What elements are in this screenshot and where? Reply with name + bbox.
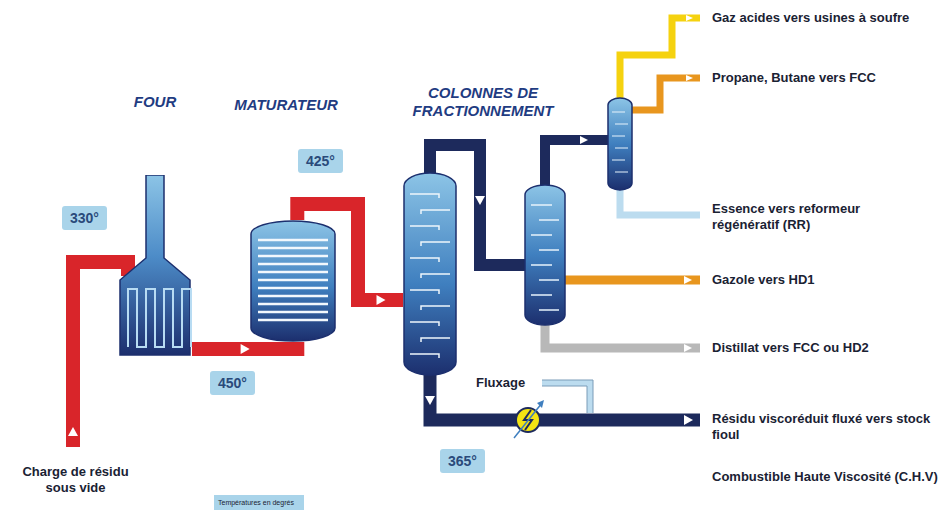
unit-heading: COLONNES DE FRACTIONNEMENT <box>408 84 558 120</box>
flow-arrow <box>580 136 588 144</box>
stream-label: Combustible Haute Viscosité (C.H.V) <box>712 469 944 485</box>
drum-unit: MATURATEUR <box>250 220 336 342</box>
heat-exchanger-symbol <box>514 400 544 438</box>
stream-label: Essence vers reformeur régénératif (RR) <box>712 201 912 233</box>
stream-label: Gaz acides vers usines à soufre <box>712 10 909 26</box>
stream-label: Charge de résidu sous vide <box>8 464 143 496</box>
lpg-line <box>632 78 700 110</box>
stream-label: Distillat vers FCC ou HD2 <box>712 340 869 356</box>
flow-arrowhead <box>241 344 250 354</box>
temperature-value: 330° <box>62 206 107 230</box>
flow-arrow <box>425 396 435 405</box>
fractionation-column <box>525 185 565 325</box>
flow-arrow <box>684 415 693 425</box>
flow-arrow <box>684 344 692 352</box>
flow-arrow <box>475 196 485 205</box>
gasoil-line <box>565 276 700 285</box>
temperature-value: 450° <box>210 371 255 395</box>
temperature-value: 365° <box>440 449 485 473</box>
flow-arrow <box>68 427 78 436</box>
flow-arrow <box>684 276 692 284</box>
temperature-box: 425° <box>298 149 343 173</box>
flow-arrow <box>686 75 693 81</box>
flux-line-edge <box>542 380 593 413</box>
gasoline-line <box>620 188 700 215</box>
flux-line <box>542 383 590 413</box>
furnace-shape <box>118 175 192 357</box>
unit-heading: MATURATEUR <box>216 96 356 114</box>
temperature-value: 425° <box>298 149 343 173</box>
temperature-box: 330° <box>62 206 107 230</box>
stream-label: Gazole vers HD1 <box>712 272 815 288</box>
flow-arrow <box>686 15 693 21</box>
legend-text: Températures en degrés <box>218 498 294 507</box>
drum-shape <box>250 220 336 342</box>
column-shape <box>403 172 457 376</box>
temperature-box: 365° <box>440 449 485 473</box>
overhead-pipe <box>545 140 608 187</box>
flow-arrowhead <box>377 295 386 305</box>
stream-label: Fluxage <box>476 375 525 391</box>
stream-label: Propane, Butane vers FCC <box>712 70 876 86</box>
pipe-connector <box>192 342 297 354</box>
unit-heading: FOUR <box>105 93 205 111</box>
column-unit: COLONNES DE FRACTIONNEMENT <box>403 172 457 376</box>
distillate-line <box>545 322 700 348</box>
temperature-box: 450° <box>210 371 255 395</box>
stream-label: Résidu viscoréduit fluxé vers stock fiou… <box>712 411 944 443</box>
fractionation-column <box>608 98 632 190</box>
furnace-unit: FOUR <box>118 175 192 357</box>
residue-pipe <box>430 374 700 420</box>
